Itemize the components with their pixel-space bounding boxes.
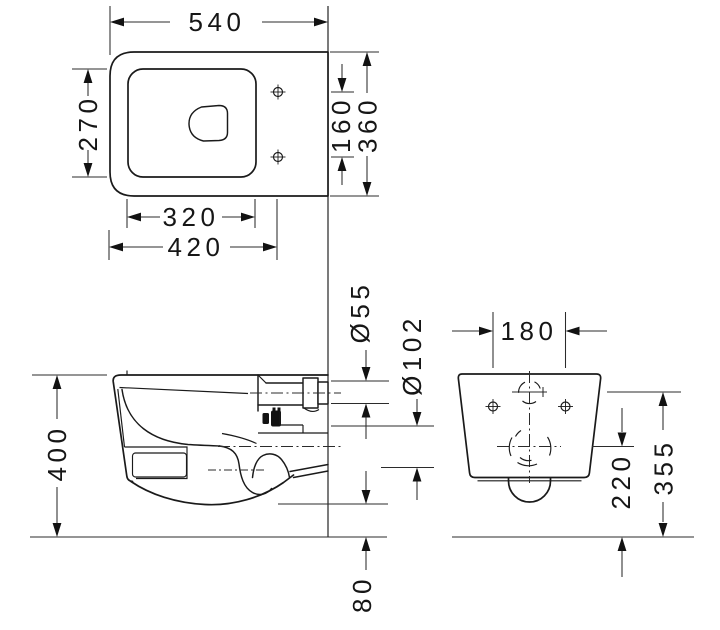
- panel-recess-inner: [131, 452, 188, 478]
- dimension-355: 355: [607, 391, 681, 537]
- dimension-d102: Ø102: [331, 314, 434, 500]
- dim-355-label: 355: [649, 439, 679, 496]
- dimension-320: 320: [126, 199, 256, 232]
- dimension-270: 270: [72, 68, 107, 178]
- trap-inner-curl: [218, 445, 273, 496]
- plan-seat-opening: [127, 68, 257, 178]
- dimension-d55: Ø55: [331, 281, 389, 439]
- outlet-channel-lines: [289, 463, 329, 479]
- side-section-view: 400 Ø55 Ø102 80: [30, 281, 434, 613]
- plan-fixing-hole-top: [270, 84, 286, 100]
- dim-180-label: 180: [501, 316, 558, 346]
- dim-540-label: 540: [189, 7, 246, 37]
- dim-270-label: 270: [73, 95, 103, 152]
- dimension-80: 80: [278, 471, 388, 613]
- dimension-180: 180: [452, 312, 607, 368]
- rear-fixing-hole-right: [558, 399, 573, 414]
- side-rim-inner-line: [119, 386, 249, 395]
- side-inner-front: [117, 388, 126, 448]
- dim-160-label: 160: [326, 96, 356, 153]
- dim-360-label: 360: [353, 96, 383, 153]
- dimension-220: 220: [592, 408, 636, 577]
- dimension-160: 160: [326, 64, 356, 185]
- dim-420-label: 420: [168, 232, 225, 262]
- side-outer-top: [112, 374, 329, 483]
- rear-view: 180 220 355: [452, 312, 694, 577]
- dimension-400: 400: [32, 374, 107, 537]
- dim-d55-label: Ø55: [345, 281, 375, 344]
- rear-outlet-phantom: [508, 430, 552, 467]
- dimension-540: 540: [109, 6, 328, 55]
- dim-80-label: 80: [347, 575, 377, 613]
- dim-320-label: 320: [163, 202, 220, 232]
- flush-pipe-assembly: [250, 374, 341, 412]
- panel-recess-outer: [124, 446, 188, 480]
- bowl-inner-curve: [121, 388, 221, 447]
- dim-220-label: 220: [606, 453, 636, 510]
- plan-view: 540 270 320 420: [72, 6, 383, 262]
- rear-outlet-stub: [507, 477, 552, 503]
- rear-flush-pipe-phantom: [512, 381, 547, 405]
- trap-weir-hump: [251, 453, 291, 479]
- dim-d102-label: Ø102: [397, 314, 427, 396]
- side-underside-curve: [130, 474, 295, 506]
- dim-400-label: 400: [42, 425, 72, 482]
- rear-fixing-hole-left: [485, 399, 501, 414]
- outlet-step-lines: [258, 412, 328, 434]
- plan-fixing-hole-bottom: [270, 149, 286, 165]
- bowl-back-slope: [221, 432, 257, 445]
- dimension-360: 360: [330, 51, 383, 197]
- dimension-420: 420: [108, 199, 278, 262]
- outlet-gasket: [262, 407, 281, 427]
- plan-drain-hole: [188, 104, 229, 142]
